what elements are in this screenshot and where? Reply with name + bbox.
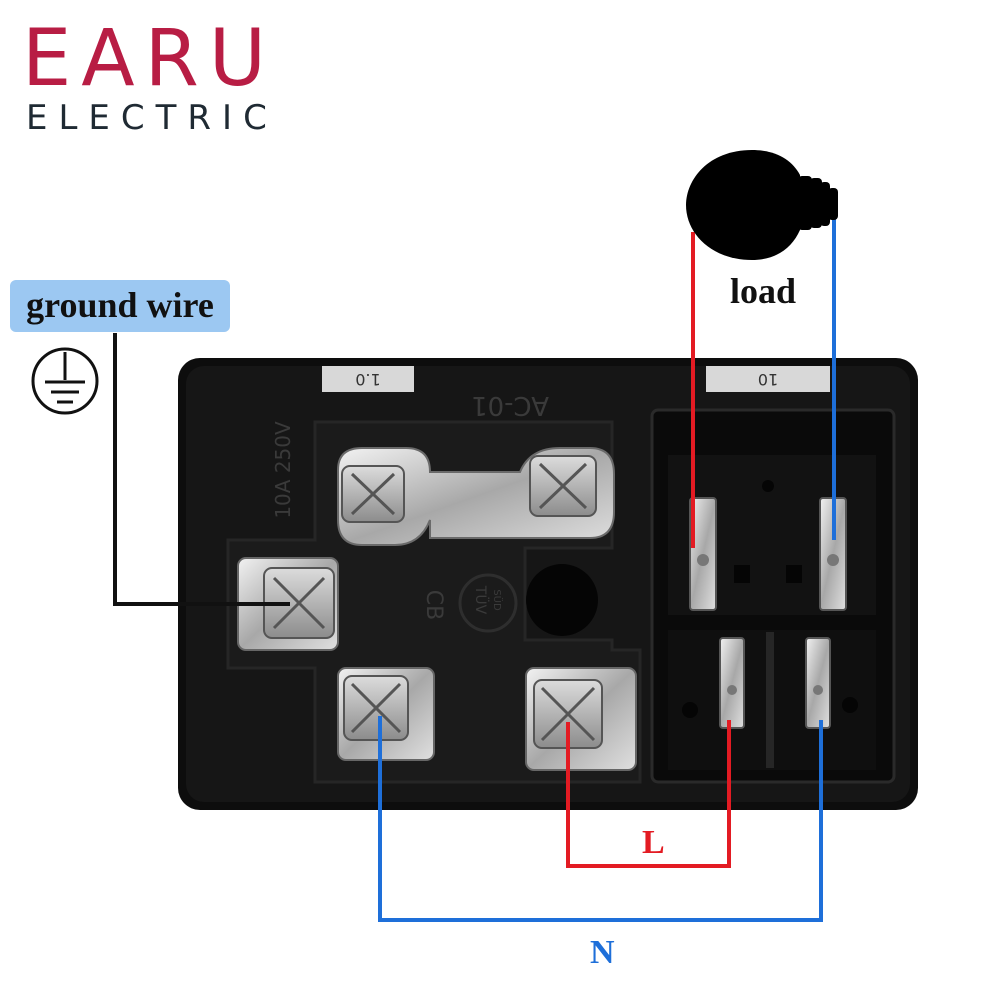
screw-top-right: [529, 455, 597, 517]
brand-subtitle: ELECTRIC: [26, 98, 278, 138]
cb-marking: CB: [421, 590, 446, 620]
fuse-tab-right: [706, 366, 830, 392]
live-input-wire: [566, 720, 731, 868]
switch-terminal-top-left: [689, 497, 717, 611]
load-label: load: [730, 271, 797, 311]
light-bulb-icon: [686, 150, 838, 260]
tuv-marking-top: TÜV: [472, 585, 490, 615]
tuv-marking-bottom: SÜD: [491, 589, 504, 611]
fuse-marking-left: 1.0: [355, 370, 380, 389]
switch-terminal-bottom-right: [805, 637, 831, 729]
switch-terminal-bottom-left: [719, 637, 745, 729]
live-input-terminal: [525, 667, 637, 771]
ground-wire-line: [113, 333, 290, 606]
rating-marking: 10A 250V: [271, 421, 295, 519]
ground-icon: [31, 347, 99, 415]
live-label: L: [642, 824, 665, 861]
ground-wire-label: ground wire: [10, 280, 230, 332]
neutral-input-wire: [378, 716, 823, 922]
brand-name: EARU: [22, 14, 276, 104]
fuse-tab-left: [322, 366, 414, 392]
fuse-marking-right: 10: [758, 370, 778, 389]
neutral-label: N: [590, 934, 615, 971]
brand-logo: EARU ELECTRIC: [22, 14, 312, 136]
neutral-input-terminal: [337, 667, 435, 761]
screw-top-left: [341, 465, 405, 523]
model-marking: AC-01: [471, 390, 549, 420]
